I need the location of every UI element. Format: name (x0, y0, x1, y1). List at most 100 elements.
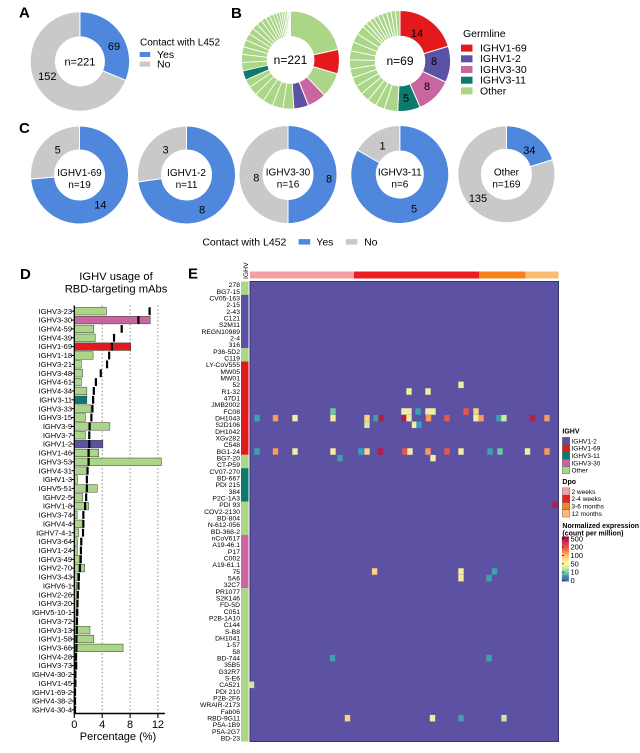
svg-text:BG1-24: BG1-24 (217, 449, 241, 456)
svg-text:B: B (231, 5, 242, 22)
svg-text:PDI 215: PDI 215 (215, 482, 240, 489)
svg-text:IGHV4-31: IGHV4-31 (39, 466, 72, 475)
svg-text:IGHV1-24: IGHV1-24 (39, 546, 72, 555)
svg-text:C002: C002 (224, 555, 240, 562)
svg-text:IGHV6-1: IGHV6-1 (43, 581, 72, 590)
svg-text:5: 5 (55, 144, 61, 156)
svg-text:316: 316 (229, 342, 241, 349)
svg-text:IGHV3-7: IGHV3-7 (43, 431, 72, 440)
svg-text:Other: Other (480, 85, 507, 97)
svg-text:8: 8 (326, 173, 332, 185)
svg-text:IGHV3-20: IGHV3-20 (39, 599, 72, 608)
svg-text:IGHV1-69: IGHV1-69 (57, 168, 102, 179)
svg-text:P36-5D2: P36-5D2 (213, 349, 240, 356)
svg-text:Contact with L452: Contact with L452 (140, 38, 220, 49)
svg-text:MW05: MW05 (220, 369, 240, 376)
svg-text:50: 50 (571, 559, 579, 568)
svg-text:n=6: n=6 (391, 180, 408, 191)
svg-text:IGHV5-10-1: IGHV5-10-1 (32, 608, 72, 617)
svg-text:G32R7: G32R7 (218, 669, 240, 676)
svg-text:IGHV1-2: IGHV1-2 (43, 440, 72, 449)
svg-text:IGHV3-30: IGHV3-30 (39, 316, 72, 325)
svg-text:69: 69 (108, 41, 120, 53)
svg-text:IGHV3-30: IGHV3-30 (572, 460, 601, 467)
svg-text:Other: Other (494, 167, 520, 178)
svg-text:12 months: 12 months (572, 511, 603, 518)
svg-text:IGHV1-69: IGHV1-69 (572, 446, 601, 453)
svg-text:IGHV3-53: IGHV3-53 (39, 457, 72, 466)
svg-text:A: A (19, 5, 30, 22)
svg-text:RBD-9G11: RBD-9G11 (207, 715, 240, 722)
svg-text:IGHV4-61: IGHV4-61 (39, 378, 72, 387)
svg-text:2-4 weeks: 2-4 weeks (572, 496, 602, 503)
svg-text:RBD-targeting mAbs: RBD-targeting mAbs (65, 284, 168, 296)
svg-text:C051: C051 (224, 609, 240, 616)
svg-text:IGHV1-8: IGHV1-8 (43, 502, 72, 511)
svg-text:Other: Other (572, 468, 589, 475)
svg-text:n=169: n=169 (492, 179, 521, 190)
svg-text:0: 0 (571, 576, 575, 585)
svg-text:S2D106: S2D106 (215, 422, 240, 429)
svg-text:10: 10 (571, 568, 579, 577)
svg-text:Fab06: Fab06 (221, 709, 240, 716)
svg-text:IGHV usage of: IGHV usage of (79, 271, 153, 283)
svg-text:5: 5 (403, 93, 409, 105)
svg-text:IGHV4-39: IGHV4-39 (39, 333, 72, 342)
svg-text:2-4: 2-4 (230, 335, 240, 342)
svg-text:C121: C121 (224, 315, 240, 322)
svg-text:4: 4 (99, 719, 105, 731)
svg-text:CA521: CA521 (219, 682, 240, 689)
svg-text:CV05-163: CV05-163 (209, 295, 240, 302)
svg-text:IGHV1-2: IGHV1-2 (167, 168, 206, 179)
svg-text:Dpo: Dpo (562, 479, 576, 486)
svg-text:IGHV1-69: IGHV1-69 (39, 342, 72, 351)
svg-text:IGHV: IGHV (243, 262, 250, 279)
svg-text:PR1077: PR1077 (215, 589, 240, 596)
svg-text:IGHV3-15: IGHV3-15 (39, 413, 72, 422)
svg-text:C144: C144 (224, 622, 240, 629)
svg-text:14: 14 (94, 199, 106, 211)
svg-text:0: 0 (71, 719, 77, 731)
svg-text:BD-23: BD-23 (221, 735, 240, 742)
svg-text:2-43: 2-43 (226, 309, 240, 316)
svg-text:IGHV1-18: IGHV1-18 (39, 351, 72, 360)
svg-text:IGHV7-4-1: IGHV7-4-1 (36, 528, 72, 537)
svg-text:278: 278 (229, 282, 241, 289)
svg-text:IGHV3-11: IGHV3-11 (480, 75, 526, 87)
svg-text:Contact with L452: Contact with L452 (202, 237, 286, 249)
svg-text:n=221: n=221 (64, 56, 95, 68)
svg-text:FC08: FC08 (223, 409, 240, 416)
svg-text:REGN10989: REGN10989 (201, 329, 240, 336)
svg-text:IGHV1-69-2: IGHV1-69-2 (32, 688, 72, 697)
svg-text:Yes: Yes (316, 237, 333, 249)
svg-text:1: 1 (380, 140, 386, 152)
svg-text:47D1: 47D1 (224, 395, 240, 402)
svg-text:IGHV3-9: IGHV3-9 (43, 422, 72, 431)
svg-text:8: 8 (127, 719, 133, 731)
svg-text:2-15: 2-15 (226, 302, 240, 309)
svg-text:34: 34 (523, 145, 535, 157)
svg-text:n=19: n=19 (68, 180, 91, 191)
svg-text:P2B-2F6: P2B-2F6 (213, 695, 240, 702)
svg-text:IGHV4-30-4: IGHV4-30-4 (32, 706, 72, 715)
svg-text:IGHV3-30: IGHV3-30 (266, 168, 311, 179)
svg-text:IGHV3-72: IGHV3-72 (39, 617, 72, 626)
svg-text:IGHV4-28: IGHV4-28 (39, 652, 72, 661)
svg-text:52: 52 (232, 382, 240, 389)
svg-text:MW01: MW01 (220, 375, 240, 382)
svg-text:CT-P59: CT-P59 (217, 462, 240, 469)
svg-text:200: 200 (571, 543, 584, 552)
svg-text:No: No (364, 237, 378, 249)
svg-text:IGHV3-43: IGHV3-43 (39, 573, 72, 582)
svg-text:N-612-056: N-612-056 (208, 522, 240, 529)
svg-text:IGHV1-2: IGHV1-2 (480, 53, 521, 65)
svg-text:IGHV3-66: IGHV3-66 (39, 643, 72, 652)
svg-text:BG7-15: BG7-15 (217, 289, 241, 296)
svg-text:P5A-2G7: P5A-2G7 (212, 729, 240, 736)
svg-text:IGHV3-64: IGHV3-64 (39, 537, 72, 546)
svg-text:IGHV3-13: IGHV3-13 (39, 626, 72, 635)
svg-text:IGHV4-4: IGHV4-4 (43, 519, 72, 528)
svg-text:PDI 93: PDI 93 (219, 502, 240, 509)
svg-text:IGHV1-69: IGHV1-69 (480, 43, 527, 55)
svg-text:(count per million): (count per million) (562, 531, 623, 538)
